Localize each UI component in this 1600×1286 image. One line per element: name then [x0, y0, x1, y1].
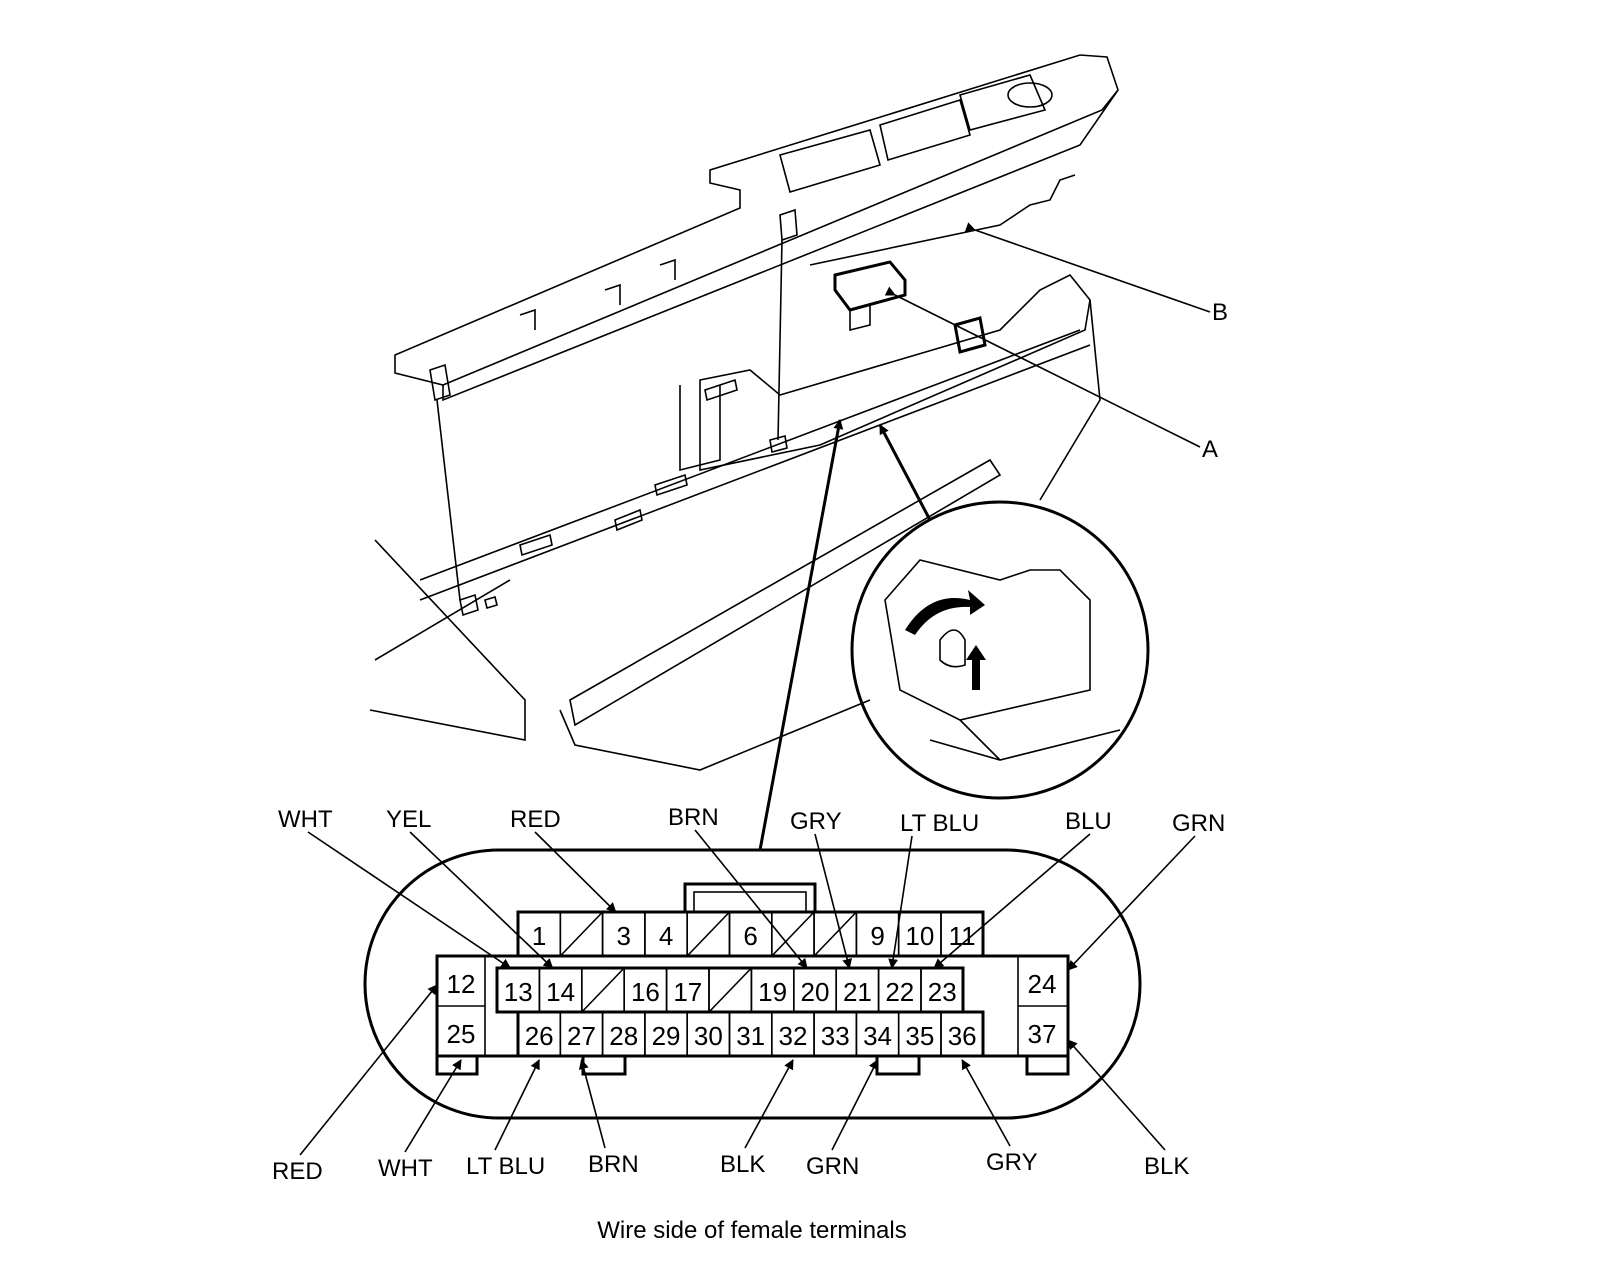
- terminal-number: 35: [905, 1021, 934, 1051]
- wire-label-wht-25: WHT: [378, 1155, 433, 1182]
- release-arrow-curved: [905, 590, 985, 635]
- terminal-number: 10: [905, 921, 934, 951]
- leader-line: [1067, 835, 1196, 971]
- leader-line: [409, 831, 554, 969]
- leader-line: [814, 833, 853, 969]
- wire-label-ltblu-22: LT BLU: [900, 810, 979, 837]
- terminal-number: 36: [948, 1021, 977, 1051]
- terminal-number: 9: [870, 921, 884, 951]
- wire-label-red-3: RED: [510, 806, 561, 833]
- wire-label-gry-21: GRY: [790, 808, 842, 835]
- terminal-number: 22: [885, 977, 914, 1007]
- window-switch-1: [779, 129, 881, 194]
- terminal-number: 31: [736, 1021, 765, 1051]
- terminal-number: 25: [447, 1019, 476, 1049]
- wire-label-grn-24: GRN: [1172, 810, 1225, 837]
- lock-tab: [939, 629, 966, 668]
- wire-label-ltblu-26: LT BLU: [466, 1153, 545, 1180]
- leader-line: [534, 831, 617, 913]
- leader-line: [1067, 1039, 1166, 1151]
- connector-face: [363, 848, 1142, 1120]
- callout-b: B: [1212, 299, 1228, 326]
- callout-a: A: [1202, 436, 1218, 463]
- terminal-number: 23: [928, 977, 957, 1007]
- terminal-number: 34: [863, 1021, 892, 1051]
- leader-line: [744, 1059, 794, 1149]
- terminal-number: 27: [567, 1021, 596, 1051]
- detail-connector-body: [884, 559, 1091, 721]
- terminal-cell: [940, 1011, 985, 1057]
- leader-line: [694, 829, 808, 969]
- terminal-number: 33: [821, 1021, 850, 1051]
- wire-label-brn-27: BRN: [588, 1151, 639, 1178]
- terminal-number: 16: [631, 977, 660, 1007]
- terminal-number: 12: [447, 969, 476, 999]
- terminal-number: 30: [694, 1021, 723, 1051]
- wire-label-blu-23: BLU: [1065, 808, 1112, 835]
- terminal-cell: [940, 911, 985, 957]
- leader-line: [578, 1059, 606, 1149]
- wire-label-brn-20: BRN: [668, 804, 719, 831]
- terminal-number: 32: [778, 1021, 807, 1051]
- door-grip: [569, 458, 1002, 727]
- unused-terminal-slash: [708, 967, 752, 1013]
- wire-label-gry-36: GRY: [986, 1149, 1038, 1176]
- unused-terminal-slash: [686, 911, 731, 957]
- unused-terminal-slash: [771, 911, 815, 957]
- terminal-number: 29: [652, 1021, 681, 1051]
- connector-outline: [363, 848, 1142, 1120]
- terminal-number: 4: [659, 921, 673, 951]
- detail-magnifier-circle: [850, 500, 1150, 800]
- leader-line: [307, 831, 512, 969]
- leader-line: [299, 984, 438, 1156]
- wire-label-blk-32: BLK: [720, 1151, 765, 1178]
- unused-terminal-slash: [581, 967, 625, 1013]
- terminal-number: 28: [609, 1021, 638, 1051]
- unused-terminal-slash: [559, 911, 604, 957]
- unused-terminal-slash: [813, 911, 857, 957]
- terminal-number: 37: [1028, 1019, 1057, 1049]
- terminal-number: 6: [743, 921, 757, 951]
- diagram-caption: Wire side of female terminals: [597, 1217, 906, 1244]
- release-arrow-up: [966, 645, 986, 690]
- terminal-number: 14: [546, 977, 575, 1007]
- wire-label-red-12: RED: [272, 1158, 323, 1185]
- connector-a: [833, 260, 907, 312]
- leader-line: [831, 1059, 879, 1151]
- terminal-number: 3: [617, 921, 631, 951]
- switch-panel-outline: [394, 54, 1119, 386]
- armrest-cavity: [699, 273, 1091, 471]
- window-switch-2: [879, 98, 971, 162]
- terminal-number: 17: [673, 977, 702, 1007]
- terminal-number: 26: [525, 1021, 554, 1051]
- terminal-number: 24: [1028, 969, 1057, 999]
- side-connector: [953, 316, 987, 354]
- leader-line: [494, 1059, 540, 1151]
- terminal-number: 19: [758, 977, 787, 1007]
- wire-label-grn-34: GRN: [806, 1153, 859, 1180]
- terminal-number: 13: [504, 977, 533, 1007]
- terminal-number: 21: [843, 977, 872, 1007]
- wire-label-yel-14: YEL: [386, 806, 431, 833]
- wire-label-wht-13: WHT: [278, 806, 333, 833]
- window-switch-3: [959, 74, 1047, 131]
- wire-label-blk-37: BLK: [1144, 1153, 1189, 1180]
- leader-line: [404, 1059, 462, 1153]
- lock-knob: [1007, 82, 1053, 108]
- door-switch-illustration: [369, 54, 1211, 851]
- terminal-number: 1: [532, 921, 546, 951]
- leader-line: [888, 835, 913, 969]
- terminal-number: 20: [801, 977, 830, 1007]
- leader-line: [933, 833, 1091, 969]
- leader-line: [961, 1059, 1011, 1147]
